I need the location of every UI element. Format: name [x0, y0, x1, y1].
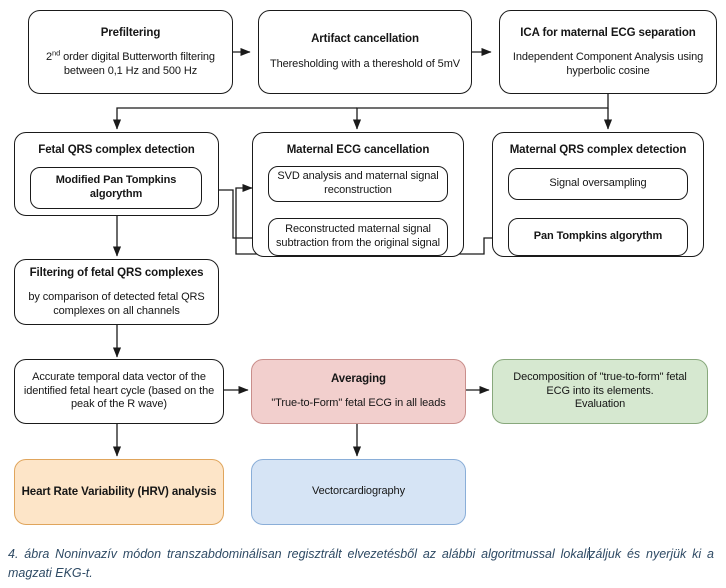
node-averaging-title: Averaging [331, 372, 386, 385]
node-vectorcardiography[interactable]: Vectorcardiography [251, 459, 466, 525]
inner-reconstructed-subtraction[interactable]: Reconstructed maternal signal subtractio… [268, 218, 448, 256]
text-cursor [588, 547, 590, 560]
node-filtering-fetal-qrs-title: Filtering of fetal QRS complexes [29, 266, 204, 279]
node-hrv-analysis[interactable]: Heart Rate Variability (HRV) analysis [14, 459, 224, 525]
node-temporal-data-vector-text: Accurate temporal data vector of the ide… [23, 370, 215, 411]
node-ica[interactable]: ICA for maternal ECG separation Independ… [499, 10, 717, 94]
node-decomposition-text: Decomposition of "true-to-form" fetal EC… [513, 370, 687, 411]
node-maternal-qrs-detection-title: Maternal QRS complex detection [509, 144, 687, 156]
node-ica-title: ICA for maternal ECG separation [520, 26, 696, 39]
figure-caption-part2: záljuk és nyerjük ki a magzati EKG-t. [8, 547, 715, 580]
figure-caption: 4. ábra Noninvazív módon transzabdominál… [8, 545, 714, 583]
node-filtering-fetal-qrs-subtitle: by comparison of detected fetal QRS comp… [28, 290, 205, 317]
node-artifact-cancellation-subtitle: Theresholding with a thereshold of 5mV [269, 57, 461, 70]
node-prefiltering-subtitle: 2nd order digital Butterworth filtering … [46, 48, 215, 77]
inner-signal-oversampling[interactable]: Signal oversampling [508, 168, 688, 200]
inner-pan-tompkins[interactable]: Pan Tompkins algorythm [508, 218, 688, 256]
ordinal-superscript: nd [52, 48, 61, 58]
wire-ica-down [352, 92, 609, 130]
node-artifact-cancellation-title: Artifact cancellation [311, 33, 419, 46]
node-averaging-subtitle: "True-to-Form" fetal ECG in all leads [271, 397, 446, 410]
node-ica-subtitle: Independent Component Analysis using hyp… [512, 50, 704, 77]
node-vectorcardiography-title: Vectorcardiography [312, 485, 405, 498]
node-fetal-qrs-detection-title: Fetal QRS complex detection [38, 144, 195, 156]
figure-caption-part1: 4. ábra Noninvazív módon transzabdominál… [8, 547, 590, 561]
node-temporal-data-vector[interactable]: Accurate temporal data vector of the ide… [14, 359, 224, 424]
node-hrv-analysis-title: Heart Rate Variability (HRV) analysis [21, 485, 217, 498]
inner-svd-analysis[interactable]: SVD analysis and maternal signal reconst… [268, 166, 448, 202]
node-averaging[interactable]: Averaging "True-to-Form" fetal ECG in al… [251, 359, 466, 424]
node-filtering-fetal-qrs[interactable]: Filtering of fetal QRS complexes by comp… [14, 259, 219, 325]
node-maternal-ecg-cancellation-title: Maternal ECG cancellation [286, 144, 430, 156]
inner-modified-pan-tompkins[interactable]: Modified Pan Tompkins algorythm [30, 167, 202, 209]
node-prefiltering-title: Prefiltering [100, 26, 161, 39]
node-artifact-cancellation[interactable]: Artifact cancellation Theresholding with… [258, 10, 472, 94]
wire-bus-to-fetal-qrs [112, 107, 357, 130]
node-prefiltering[interactable]: Prefiltering 2nd order digital Butterwor… [28, 10, 233, 94]
node-decomposition[interactable]: Decomposition of "true-to-form" fetal EC… [492, 359, 708, 424]
